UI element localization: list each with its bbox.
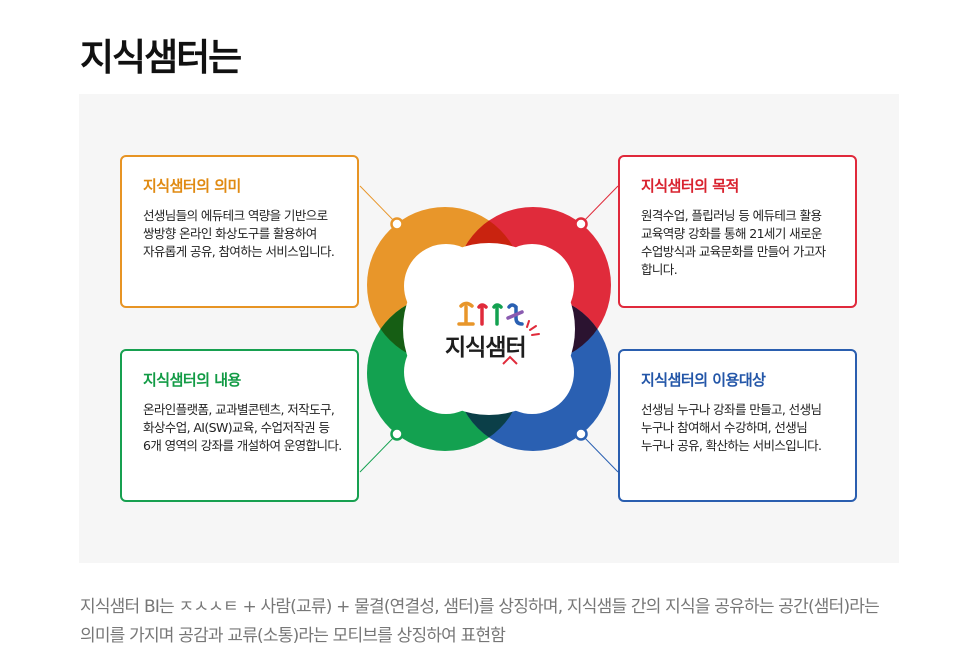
card-purpose: 지식샘터의 목적 원격수업, 플립러닝 등 에듀테크 활용 교육역량 강화를 통… bbox=[618, 155, 857, 308]
card-target-title: 지식샘터의 이용대상 bbox=[641, 371, 766, 389]
card-purpose-title: 지식샘터의 목적 bbox=[641, 177, 739, 195]
page-title: 지식샘터는 bbox=[80, 36, 242, 79]
card-content-text: 온라인플랫폼, 교과별콘텐츠, 저작도구, 화상수업, AI(SW)교육, 수업… bbox=[143, 402, 342, 453]
card-content-title: 지식샘터의 내용 bbox=[143, 371, 241, 389]
card-meaning-text: 선생님들의 에듀테크 역량을 기반으로 쌍방향 온라인 화상도구를 활용하여 자… bbox=[143, 208, 335, 259]
card-content: 지식샘터의 내용 온라인플랫폼, 교과별콘텐츠, 저작도구, 화상수업, AI(… bbox=[120, 349, 359, 502]
card-meaning-title: 지식샘터의 의미 bbox=[143, 177, 241, 195]
card-purpose-text: 원격수업, 플립러닝 등 에듀테크 활용 교육역량 강화를 통해 21세기 새로… bbox=[641, 208, 826, 277]
card-target-text: 선생님 누구나 강좌를 만들고, 선생님 누구나 참여해서 수강하며, 선생님 … bbox=[641, 402, 822, 453]
bi-description: 지식샘터 BI는 ㅈㅅㅅㅌ + 사람(교류) + 물결(연결성, 샘터)를 상징… bbox=[80, 597, 880, 646]
card-meaning: 지식샘터의 의미 선생님들의 에듀테크 역량을 기반으로 쌍방향 온라인 화상도… bbox=[120, 155, 359, 308]
card-target: 지식샘터의 이용대상 선생님 누구나 강좌를 만들고, 선생님 누구나 참여해서… bbox=[618, 349, 857, 502]
